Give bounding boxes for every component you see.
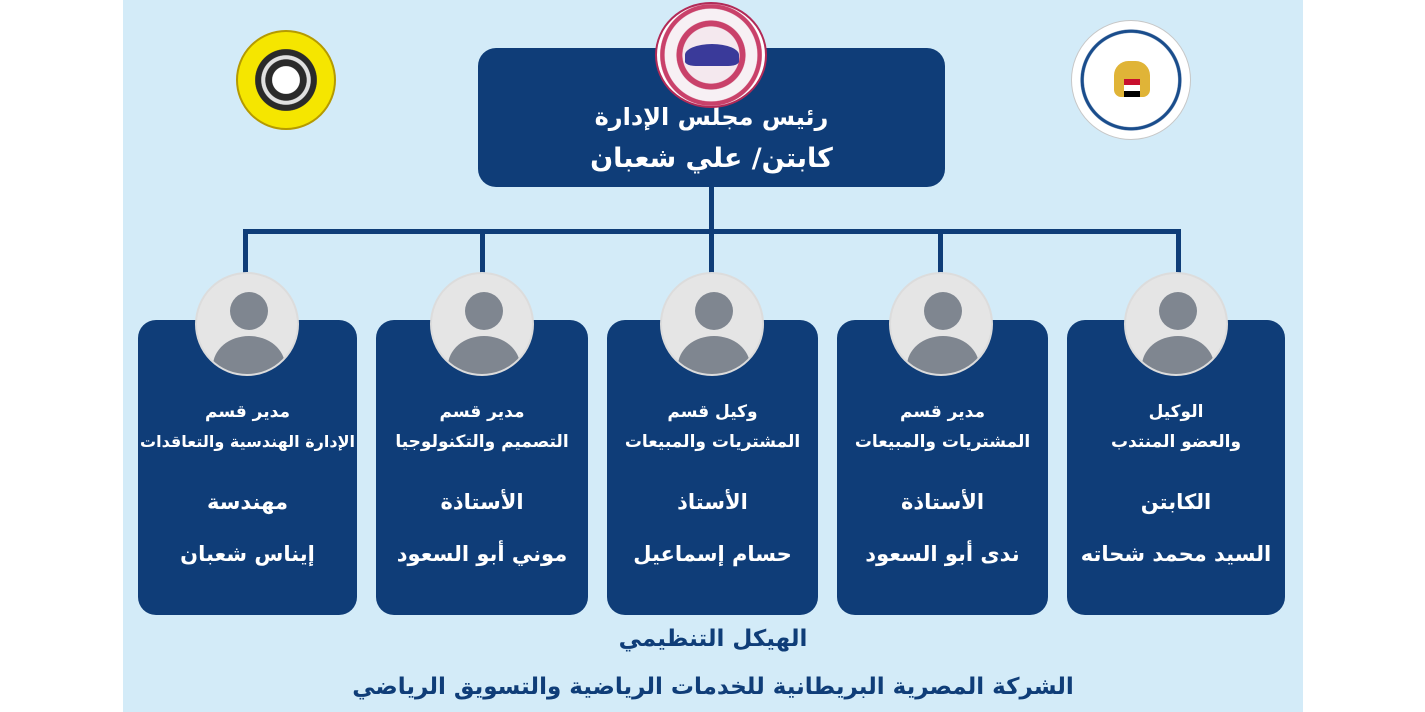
winged-emblem-icon xyxy=(685,44,739,66)
connector-drop-1 xyxy=(243,229,248,273)
chairman-name: كابتن/ علي شعبان xyxy=(590,143,833,174)
avatar-placeholder-icon xyxy=(195,272,299,376)
card-title: الأستاذ xyxy=(677,490,748,514)
chairman-box: رئيس مجلس الإدارة كابتن/ علي شعبان xyxy=(478,48,945,187)
card-role-line2: التصميم والتكنولوجيا xyxy=(395,432,569,452)
card-procurement-manager: مدير قسم المشتريات والمبيعات الأستاذة ند… xyxy=(837,320,1048,615)
connector-drop-4 xyxy=(938,229,943,273)
connector-drop-5 xyxy=(1176,229,1181,273)
company-name: الشركة المصرية البريطانية للخدمات الرياض… xyxy=(352,674,1074,700)
card-name: ندى أبو السعود xyxy=(865,542,1020,566)
card-role-line2: والعضو المنتدب xyxy=(1110,432,1242,452)
connector-trunk xyxy=(709,186,714,234)
card-role-line1: مدير قسم xyxy=(439,402,525,422)
chart-title: الهيكل التنظيمي xyxy=(618,626,808,652)
card-name: موني أبو السعود xyxy=(396,542,568,566)
ministry-logo xyxy=(1071,20,1191,140)
card-role-line2: الإدارة الهندسية والتعاقدات xyxy=(140,432,355,451)
card-name: إيناس شعبان xyxy=(180,542,315,566)
card-role-line2: المشتريات والمبيعات xyxy=(854,432,1031,452)
card-title: الأستاذة xyxy=(440,490,524,514)
connector-drop-3 xyxy=(709,229,714,273)
card-title: مهندسة xyxy=(207,490,288,514)
card-role-line1: الوكيل xyxy=(1148,402,1204,422)
card-title: الأستاذة xyxy=(900,490,985,514)
dakahlia-logo xyxy=(236,30,336,130)
card-name: حسام إسماعيل xyxy=(633,542,792,566)
connector-drop-2 xyxy=(480,229,485,273)
card-role-line1: مدير قسم xyxy=(900,402,985,422)
avatar-placeholder-icon xyxy=(889,272,993,376)
flag-shield-icon xyxy=(1124,79,1140,97)
avatar-placeholder-icon xyxy=(1124,272,1228,376)
card-role-line1: مدير قسم xyxy=(205,402,290,422)
avatar-placeholder-icon xyxy=(660,272,764,376)
card-title: الكابتن xyxy=(1140,490,1212,514)
card-role-line1: وكيل قسم xyxy=(667,402,758,422)
org-chart-canvas: رئيس مجلس الإدارة كابتن/ علي شعبان الوكي… xyxy=(123,0,1303,712)
company-logo xyxy=(655,2,767,108)
avatar-placeholder-icon xyxy=(430,272,534,376)
card-name: السيد محمد شحاته xyxy=(1080,542,1272,566)
card-role-line2: المشتريات والمبيعات xyxy=(624,432,801,452)
